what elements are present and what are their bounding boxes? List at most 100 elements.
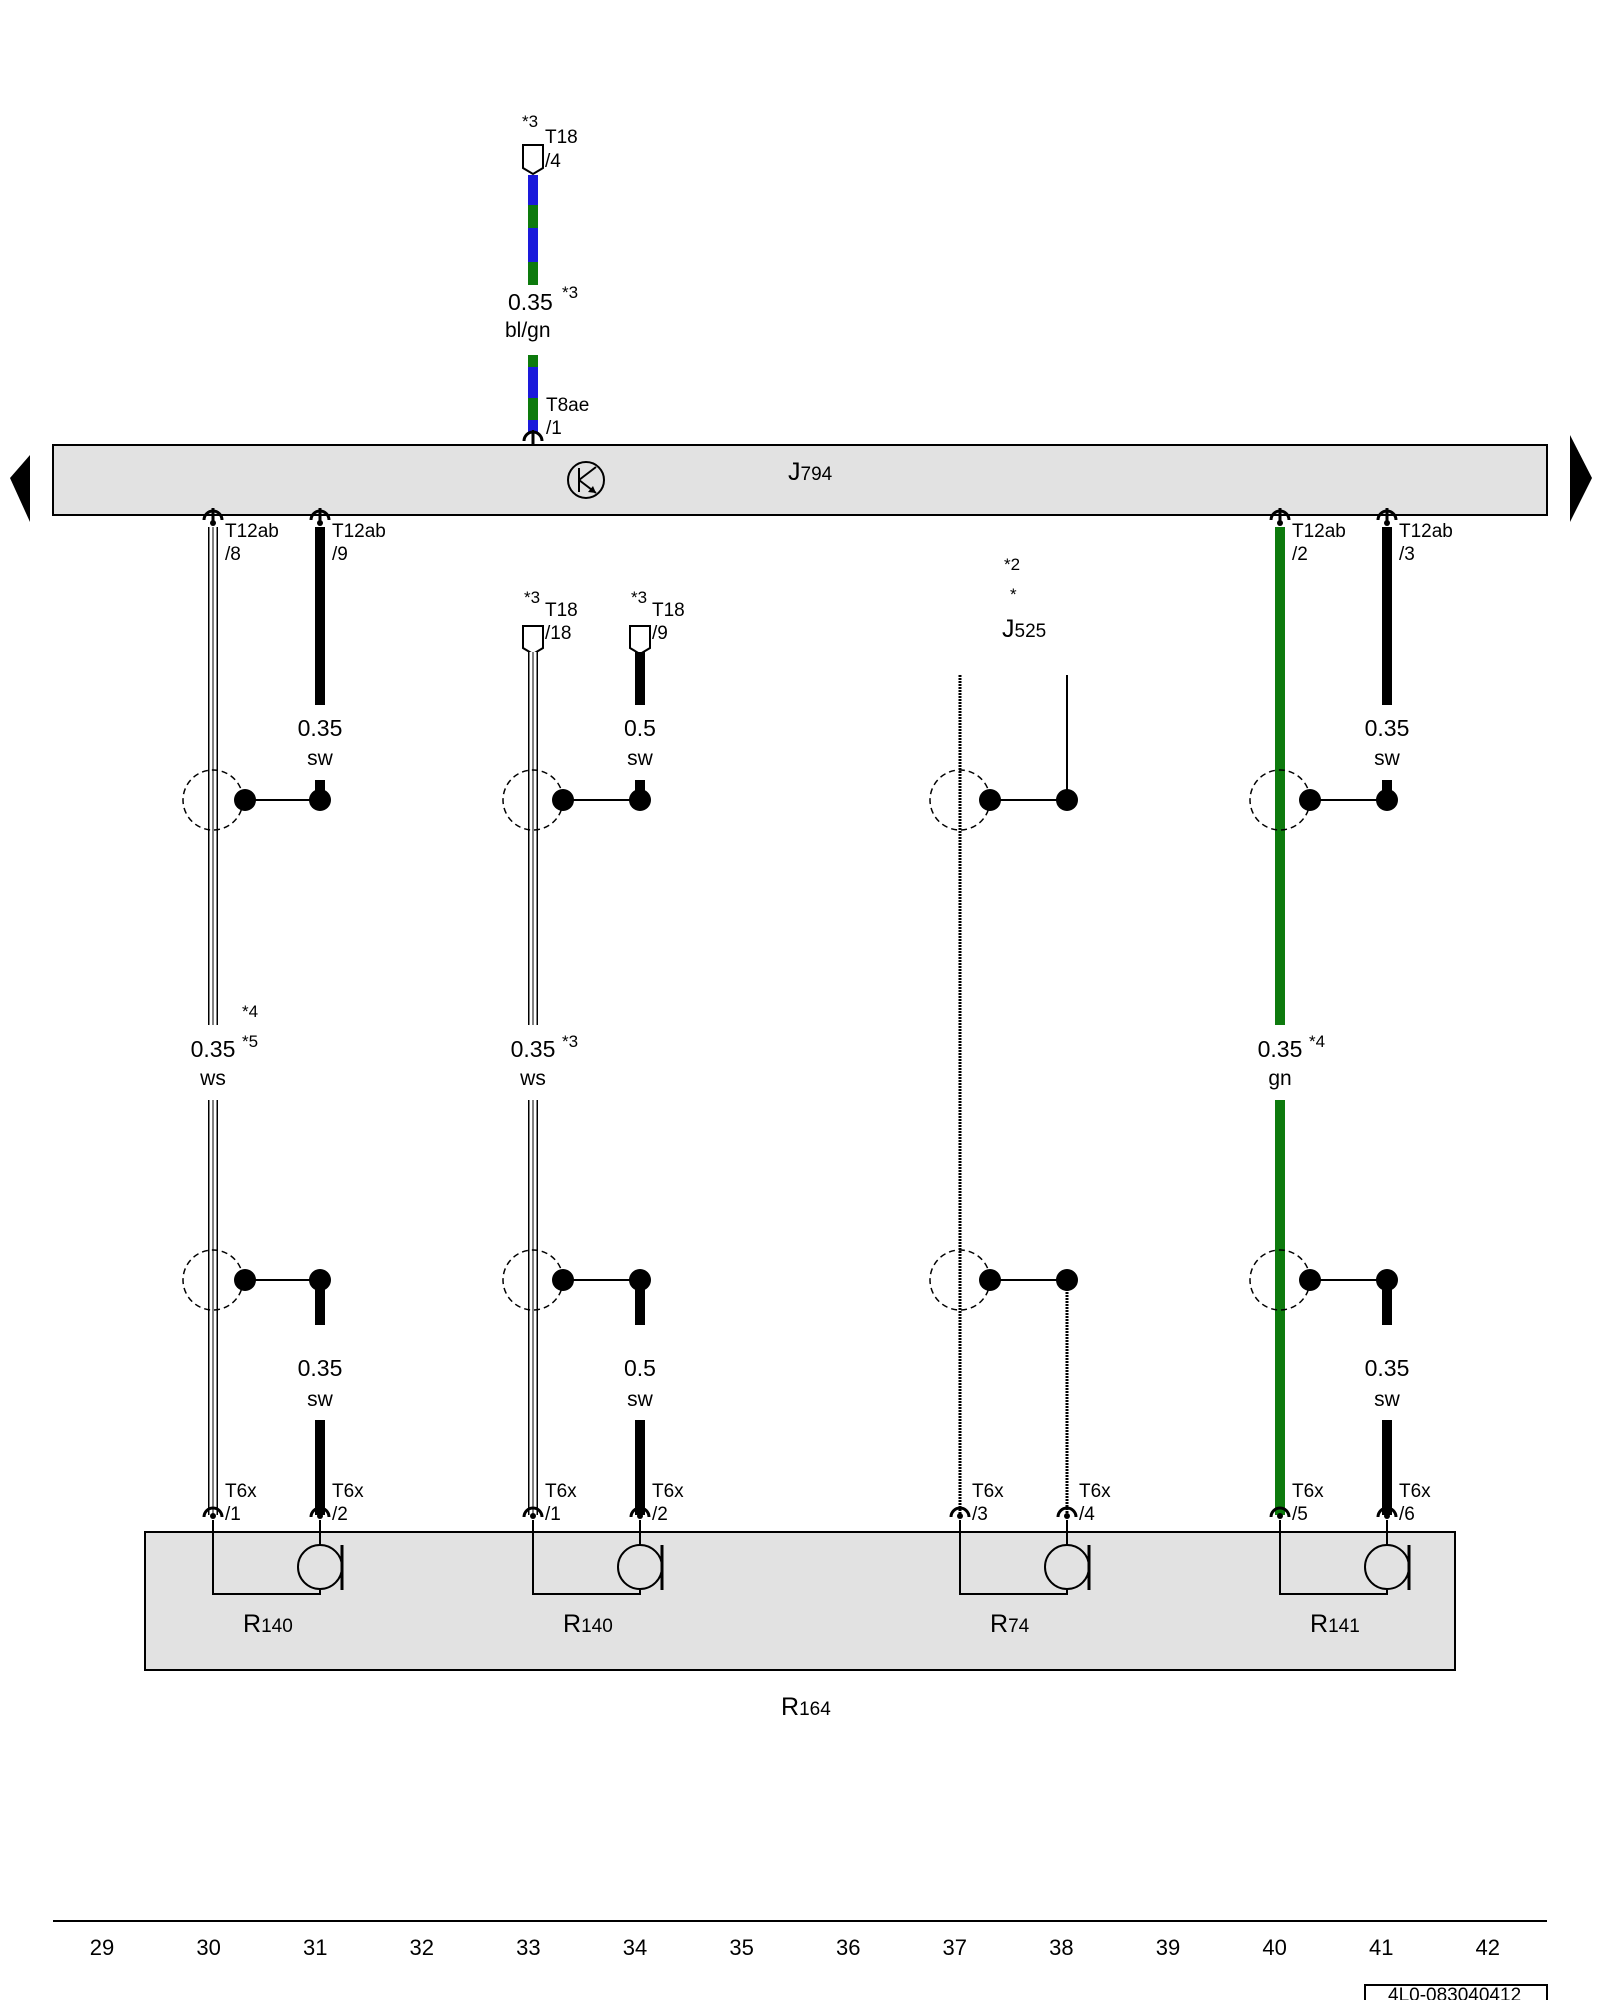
wire-color: sw xyxy=(307,1388,334,1411)
shield-dot xyxy=(234,789,256,811)
next-page-arrow[interactable] xyxy=(1570,435,1592,522)
terminal-icon xyxy=(1277,520,1283,526)
wire-color: bl/gn xyxy=(505,319,551,342)
column-number: 37 xyxy=(943,1935,967,1960)
wire-color: gn xyxy=(1268,1067,1291,1090)
speaker-label: R74 xyxy=(990,1610,1030,1638)
terminal-icon xyxy=(949,1506,971,1518)
shield-dot xyxy=(234,1269,256,1291)
terminal-icon xyxy=(202,1506,224,1518)
connector-pin: /2 xyxy=(332,1504,348,1525)
connector-pin: /1 xyxy=(225,1504,241,1525)
wire-footnote: *5 xyxy=(242,1032,258,1051)
j525-footnote: *2 xyxy=(1004,555,1020,574)
wire-gauge: 0.35 xyxy=(191,1036,236,1062)
wire-color: ws xyxy=(519,1067,546,1090)
terminal-icon xyxy=(317,520,323,526)
connector-star: *3 xyxy=(524,588,540,607)
connector-name: T12ab xyxy=(1399,521,1453,542)
speaker-icon xyxy=(1364,1544,1410,1590)
speaker-label: R140 xyxy=(243,1610,293,1638)
wire-footnote: *3 xyxy=(562,1032,578,1051)
connector-pin: /18 xyxy=(545,623,571,644)
connector-name: T6x xyxy=(545,1481,577,1502)
shield-dot xyxy=(552,789,574,811)
column-number: 29 xyxy=(90,1935,114,1960)
column-number: 36 xyxy=(836,1935,860,1960)
connector-name: T6x xyxy=(1399,1481,1431,1502)
labels: T12ab/8T12ab/9*3T18/18*3T18/9T12ab/2T12a… xyxy=(191,521,1453,1525)
document-id-box xyxy=(1364,1984,1548,2000)
connector-pin: /4 xyxy=(545,151,561,172)
wire-gauge: 0.35 xyxy=(508,289,553,315)
connector-name: T6x xyxy=(225,1481,257,1502)
speaker-label-main: R xyxy=(563,1610,581,1638)
wires xyxy=(182,508,1398,1519)
connector-star: *3 xyxy=(631,588,647,607)
wire-color: sw xyxy=(307,747,334,770)
terminal-icon xyxy=(317,1513,323,1519)
connector-pin: /1 xyxy=(545,1504,561,1525)
connector-name: T6x xyxy=(1079,1481,1111,1502)
document-id: 4L0-083040412 xyxy=(1388,1985,1521,2000)
terminal-icon xyxy=(1064,1513,1070,1519)
connector-pin: /4 xyxy=(1079,1504,1095,1525)
connector-pin: /5 xyxy=(1292,1504,1308,1525)
wire-gauge: 0.5 xyxy=(624,1355,656,1381)
housing-label: R164 xyxy=(781,1693,831,1721)
wire-color: ws xyxy=(199,1067,226,1090)
wire-gauge: 0.35 xyxy=(1365,1355,1410,1381)
transistor-icon xyxy=(567,461,605,499)
terminal-icon xyxy=(210,1513,216,1519)
wire-gauge: 0.35 xyxy=(1365,715,1410,741)
plug-icon xyxy=(522,625,544,656)
speaker-label-main: R xyxy=(1310,1610,1328,1638)
connector-pin: /9 xyxy=(652,623,668,644)
wire-footnote: *4 xyxy=(1309,1032,1325,1051)
connector-pin: /6 xyxy=(1399,1504,1415,1525)
speaker-housing-r164 xyxy=(144,1531,1456,1671)
terminal-icon xyxy=(309,1506,331,1518)
connector-name: T6x xyxy=(652,1481,684,1502)
column-number: 33 xyxy=(516,1935,540,1960)
shield-dot xyxy=(1299,1269,1321,1291)
terminal-icon xyxy=(1056,1506,1078,1518)
connector-pin: /1 xyxy=(546,418,562,439)
speaker-label-sub: 141 xyxy=(1328,1616,1360,1637)
column-number: 38 xyxy=(1049,1935,1073,1960)
speaker-wiring xyxy=(959,1520,1068,1595)
shield-dot xyxy=(979,1269,1001,1291)
wire-color: sw xyxy=(627,1388,654,1411)
speaker-label: R141 xyxy=(1310,1610,1360,1638)
column-number: 30 xyxy=(196,1935,220,1960)
speaker-label-sub: 140 xyxy=(581,1616,613,1637)
plug-icon xyxy=(629,625,651,656)
plug-icon xyxy=(522,144,544,176)
secondary-unit-label: J525 xyxy=(1002,615,1046,643)
connector-name: T6x xyxy=(1292,1481,1324,1502)
terminal-icon xyxy=(957,1513,963,1519)
column-number: 40 xyxy=(1262,1935,1286,1960)
wire-gauge: 0.5 xyxy=(624,715,656,741)
connector-name: T12ab xyxy=(225,521,279,542)
terminal-icon xyxy=(629,1506,651,1518)
shield-dot xyxy=(552,1269,574,1291)
previous-page-arrow[interactable] xyxy=(10,455,30,522)
speaker-icon xyxy=(617,1544,663,1590)
connector-name: T18 xyxy=(545,127,578,148)
column-number: 35 xyxy=(729,1935,753,1960)
speaker-label: R140 xyxy=(563,1610,613,1638)
connector-name: T6x xyxy=(972,1481,1004,1502)
connector-pin: /2 xyxy=(1292,544,1308,565)
terminal-icon xyxy=(1277,1513,1283,1519)
control-unit-j794 xyxy=(52,444,1548,516)
speaker-wiring xyxy=(212,1520,321,1595)
speaker-icon xyxy=(1044,1544,1090,1590)
wire-gauge: 0.35 xyxy=(298,1355,343,1381)
column-number: 41 xyxy=(1369,1935,1393,1960)
connector-pin: /9 xyxy=(332,544,348,565)
connector-pin: /8 xyxy=(225,544,241,565)
connector-name: T8ae xyxy=(546,395,589,416)
